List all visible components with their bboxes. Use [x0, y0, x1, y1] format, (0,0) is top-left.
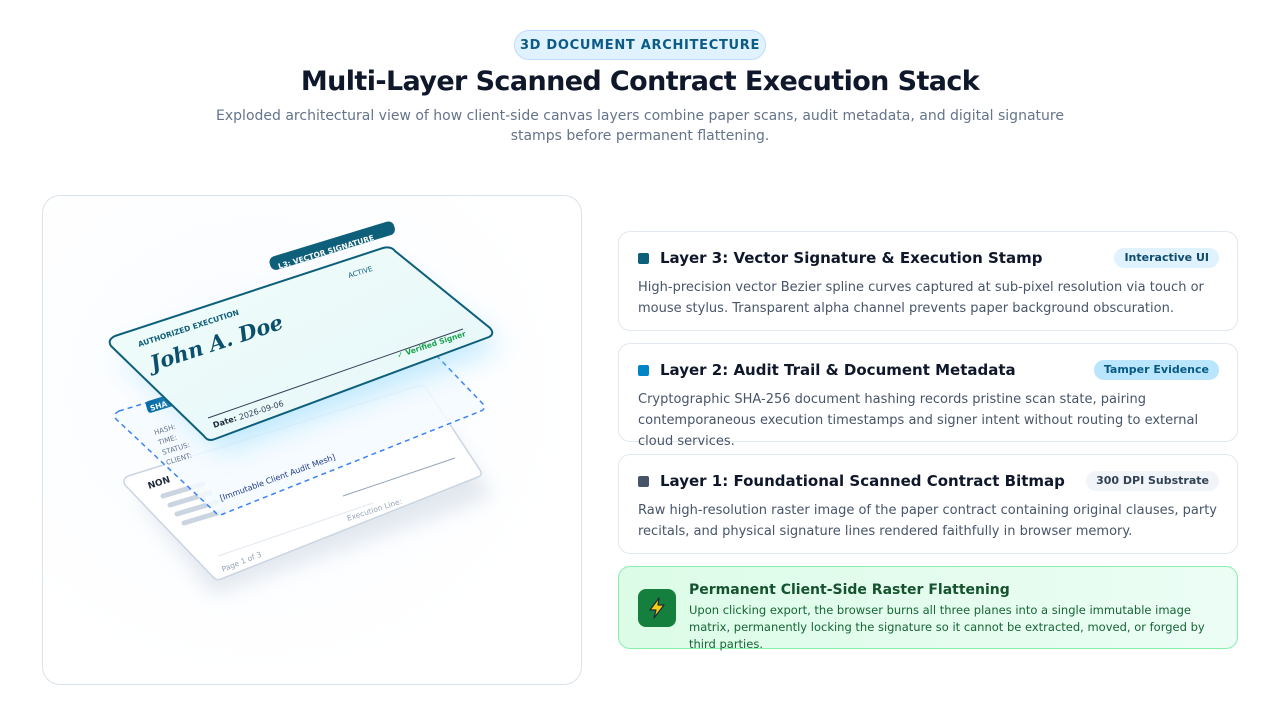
layer-2-color-dot — [638, 365, 649, 376]
page-title: Multi-Layer Scanned Contract Execution S… — [300, 66, 980, 97]
flattening-title: Permanent Client-Side Raster Flattening — [689, 582, 1010, 598]
layer-card-1[interactable]: Layer 1: Foundational Scanned Contract B… — [618, 454, 1238, 554]
layer-1-title: Layer 1: Foundational Scanned Contract B… — [660, 472, 1065, 490]
layer-3-color-dot — [638, 253, 649, 264]
flattening-description: Upon clicking export, the browser burns … — [689, 603, 1205, 651]
layer-1-tag: 300 DPI Substrate — [1086, 471, 1219, 491]
signature-layer-plane: L3: VECTOR SIGNATURE ACTIVE AUTHORIZED E… — [108, 221, 503, 451]
section-badge: 3D DOCUMENT ARCHITECTURE — [514, 30, 766, 60]
layer-3-tag: Interactive UI — [1114, 248, 1219, 268]
layer-3-description: High-precision vector Bezier spline curv… — [638, 280, 1204, 316]
layer-2-tag: Tamper Evidence — [1093, 360, 1219, 380]
layer-2-title: Layer 2: Audit Trail & Document Metadata — [660, 361, 1016, 379]
layer-2-description: Cryptographic SHA-256 document hashing r… — [638, 392, 1199, 449]
layer-3-title: Layer 3: Vector Signature & Execution St… — [660, 249, 1043, 267]
layer-card-2[interactable]: Layer 2: Audit Trail & Document Metadata… — [618, 343, 1238, 449]
exploded-stack-illustration: NON Execution Line: Page 1 of 3 SHA HASH… — [42, 195, 582, 685]
page-subtitle: Exploded architectural view of how clien… — [216, 108, 1064, 144]
lightning-icon — [638, 589, 676, 627]
flattening-callout: Permanent Client-Side Raster Flattening … — [618, 566, 1238, 651]
layer-1-color-dot — [638, 476, 649, 487]
layer-card-3[interactable]: Layer 3: Vector Signature & Execution St… — [618, 231, 1238, 331]
layer-1-description: Raw high-resolution raster image of the … — [638, 503, 1218, 539]
